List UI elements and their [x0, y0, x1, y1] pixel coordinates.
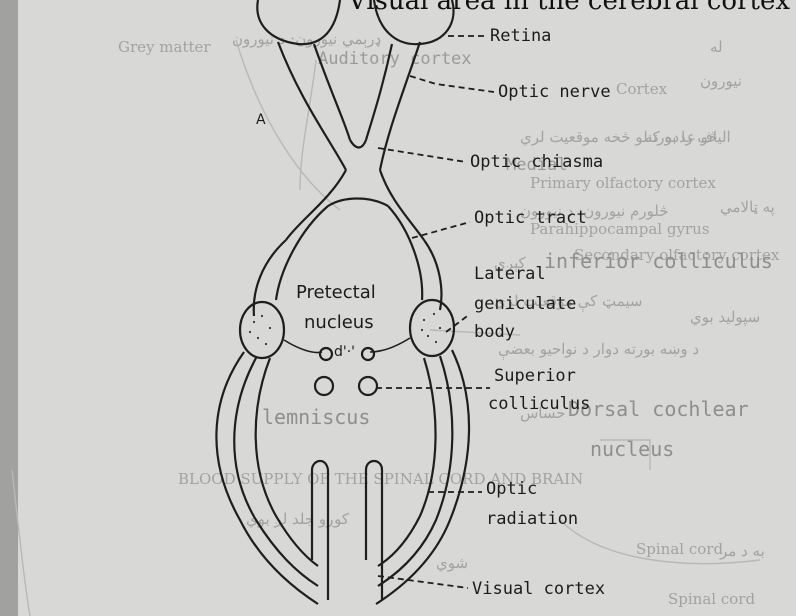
chiasma-left-side: [286, 170, 346, 240]
bg-lemniscus: lemniscus: [262, 405, 370, 429]
left-pretectal-nucleus: [320, 348, 332, 360]
bg-inferior-colliculus: inferior colliculus: [544, 249, 773, 273]
leader-visual-cortex: [378, 576, 468, 588]
bg-arabic-1: ډرېمي نيورون: د نيورون: [232, 30, 381, 48]
right-pretectal-nucleus: [362, 348, 374, 360]
bg-spinal-cord: Spinal cord: [636, 540, 723, 558]
leader-optic-chiasma: [378, 148, 466, 162]
label-nucleus: nucleus: [304, 312, 374, 333]
bg-cortex: Cortex: [616, 80, 668, 98]
label-optic-radiation-2: radiation: [486, 509, 578, 529]
label-body: body: [474, 322, 515, 342]
chiasma-center-lower: [328, 199, 388, 207]
bg-arabic-12: په ټالامي: [720, 198, 775, 216]
right-radiation-inner: [378, 358, 436, 566]
label-optic-radiation-1: Optic: [486, 479, 537, 499]
bg-arabic-11: الياف را بورته: [645, 128, 731, 146]
right-optic-tract-inner: [388, 206, 422, 300]
bg-spinal-cord-2: Spinal cord: [668, 590, 755, 608]
bg-grey-matter: Grey matter: [118, 38, 211, 56]
bg-arabic-13: سپوليد بوي: [690, 308, 760, 326]
arrow-mark: A: [256, 112, 266, 128]
bg-arabic-2: نيورون: [700, 72, 742, 90]
right-superior-colliculus: [359, 377, 377, 395]
right-eyeball: [374, 0, 454, 44]
page-left-shadow: [0, 0, 18, 616]
label-pretectal: Pretectal: [296, 282, 376, 303]
bg-auditory: Auditory cortex: [318, 49, 472, 69]
label-optic-nerve: Optic nerve: [498, 82, 611, 102]
bg-arabic-8: د وښه بورته دوار د نواحيو بعضې: [498, 340, 699, 360]
label-visual-cortex: Visual cortex: [472, 579, 605, 599]
label-lateral: Lateral: [474, 264, 546, 284]
pretectal-marks: d'·': [334, 344, 355, 360]
bg-arabic-16: به د مر: [719, 542, 765, 560]
chiasma-center-upper: [350, 140, 366, 148]
label-colliculus: colliculus: [488, 394, 590, 414]
label-geniculate: geniculate: [474, 294, 576, 314]
background-bleed-layer: Grey matter له Auditory cortex ډرېمي نيو…: [12, 30, 780, 616]
left-superior-colliculus: [315, 377, 333, 395]
label-optic-tract: Optic tract: [474, 208, 587, 228]
right-brachium: [370, 338, 410, 352]
bg-dorsal-cochlear: Dorsal cochlear: [568, 397, 749, 421]
left-lateral-geniculate-body: [240, 302, 284, 358]
label-retina: Retina: [490, 26, 551, 46]
label-superior: Superior: [494, 366, 576, 386]
bg-arabic-14: شوي: [436, 554, 468, 572]
leader-lateral-geniculate: [446, 314, 470, 332]
right-lateral-geniculate-body: [410, 300, 454, 356]
leader-optic-nerve: [410, 76, 494, 92]
label-optic-chiasma: Optic chiasma: [470, 152, 603, 172]
bg-primary-olfactory: Primary olfactory cortex: [530, 174, 716, 192]
bg-arabic-15: كوږو جلد لږ بوي: [246, 510, 350, 528]
left-brachium: [284, 340, 322, 353]
bg-arabic-10: له: [710, 38, 723, 56]
